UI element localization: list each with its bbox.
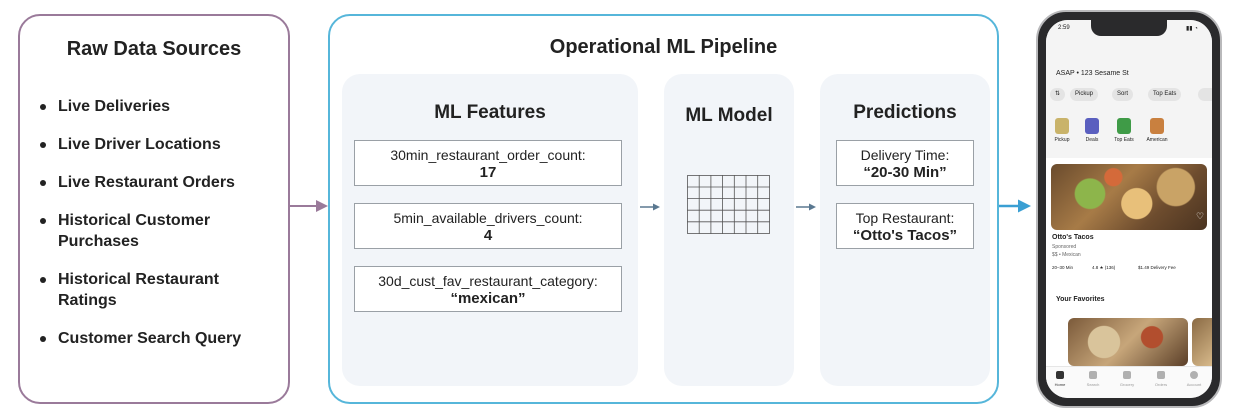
orders-icon	[1157, 371, 1165, 379]
app-screen: 2:59 ▮▮ ◔ ASAP • 123 Sesame St ⇅ Pickup …	[1046, 20, 1212, 398]
home-icon	[1056, 371, 1064, 379]
burger-icon	[1150, 118, 1164, 134]
grocery-icon	[1123, 371, 1131, 379]
category-label: Pickup	[1054, 137, 1070, 143]
raw-data-sources-list: Live Deliveries Live Driver Locations Li…	[38, 96, 278, 366]
ml-model-panel: ML Model	[664, 74, 794, 386]
deals-icon	[1085, 118, 1099, 134]
arrow-features-to-model	[640, 203, 660, 211]
prediction-value: “20-30 Min”	[863, 164, 947, 181]
raw-source-item: Customer Search Query	[38, 328, 278, 349]
account-icon	[1190, 371, 1198, 379]
raw-source-item: Live Deliveries	[38, 96, 278, 117]
predictions-title: Predictions	[853, 102, 957, 123]
feature-value: “mexican”	[450, 290, 526, 307]
filter-chip-sort[interactable]: Sort	[1112, 88, 1134, 101]
prediction-value: “Otto's Tacos”	[852, 227, 958, 244]
nav-label: Grocery	[1119, 382, 1135, 387]
model-grid-icon	[687, 175, 770, 234]
prediction-box: Top Restaurant: “Otto's Tacos”	[836, 203, 974, 249]
restaurant-meta: $$ • Mexican	[1052, 252, 1081, 258]
feature-box: 5min_available_drivers_count: 4	[354, 203, 622, 249]
filter-chip-pickup[interactable]: Pickup	[1070, 88, 1099, 101]
bottom-nav: Home Search Grocery Orders Account	[1046, 366, 1212, 398]
nav-label: Search	[1086, 382, 1100, 387]
raw-source-item: Live Driver Locations	[38, 134, 278, 155]
delivery-address[interactable]: ASAP • 123 Sesame St	[1056, 70, 1129, 77]
prediction-box: Delivery Time: “20-30 Min”	[836, 140, 974, 186]
ml-model-title: ML Model	[685, 105, 773, 126]
ml-features-title: ML Features	[434, 102, 546, 123]
raw-data-sources-box: Raw Data Sources Live Deliveries Live Dr…	[18, 14, 290, 404]
feature-box: 30d_cust_fav_restaurant_category: “mexic…	[354, 266, 622, 312]
predictions-panel: Predictions Delivery Time: “20-30 Min” T…	[820, 74, 990, 386]
nav-orders[interactable]: Orders	[1149, 371, 1173, 387]
arrow-pipeline-to-app	[999, 199, 1031, 213]
rating-badge: 4.8 ★ (136)	[1092, 265, 1116, 270]
category-pickup[interactable]: Pickup	[1051, 118, 1073, 143]
phone-notch	[1091, 20, 1167, 36]
top-eats-icon	[1117, 118, 1131, 134]
pickup-icon	[1055, 118, 1069, 134]
category-american[interactable]: American	[1146, 118, 1168, 143]
feature-name: 30min_restaurant_order_count:	[390, 147, 586, 163]
raw-data-sources-title: Raw Data Sources	[66, 38, 242, 60]
delivery-fee-badge: $1.49 Delivery Fee	[1138, 265, 1176, 270]
ml-features-panel: ML Features 30min_restaurant_order_count…	[342, 74, 638, 386]
category-label: American	[1146, 137, 1168, 143]
feature-name: 30d_cust_fav_restaurant_category:	[378, 273, 598, 289]
filter-chip[interactable]: ⇅	[1050, 88, 1066, 101]
status-time: 2:59	[1058, 25, 1070, 31]
nav-search[interactable]: Search	[1081, 371, 1105, 387]
arrow-raw-to-pipeline	[290, 200, 328, 212]
status-icons: ▮▮ ◔	[1186, 26, 1198, 32]
category-label: Top Eats	[1114, 137, 1134, 143]
filter-chip-top-eats[interactable]: Top Eats	[1148, 88, 1182, 101]
nav-label: Orders	[1154, 382, 1168, 387]
raw-source-item: Historical Customer Purchases	[38, 210, 278, 252]
prediction-name: Top Restaurant:	[855, 210, 955, 226]
nav-label: Home	[1054, 382, 1066, 387]
ml-pipeline-box: Operational ML Pipeline ML Features 30mi…	[328, 14, 999, 404]
ml-pipeline-title: Operational ML Pipeline	[549, 36, 778, 58]
nav-home[interactable]: Home	[1048, 371, 1072, 387]
nav-grocery[interactable]: Grocery	[1115, 371, 1139, 387]
heart-icon[interactable]: ♡	[1196, 211, 1205, 221]
favorite-photo-partial[interactable]	[1192, 318, 1212, 366]
eta-badge: 20–30 Min	[1052, 265, 1074, 270]
feature-value: 17	[479, 164, 497, 181]
sponsored-label: Sponsored	[1052, 244, 1077, 250]
category-top-eats[interactable]: Top Eats	[1113, 118, 1135, 143]
nav-account[interactable]: Account	[1182, 371, 1206, 387]
category-label: Deals	[1085, 137, 1099, 143]
favorites-heading: Your Favorites	[1056, 296, 1105, 303]
prediction-name: Delivery Time:	[860, 147, 950, 163]
favorite-photo[interactable]	[1068, 318, 1188, 366]
category-deals[interactable]: Deals	[1081, 118, 1103, 143]
nav-label: Account	[1186, 382, 1202, 387]
feature-box: 30min_restaurant_order_count: 17	[354, 140, 622, 186]
phone-mockup: 2:59 ▮▮ ◔ ASAP • 123 Sesame St ⇅ Pickup …	[1036, 10, 1222, 408]
search-icon	[1089, 371, 1097, 379]
feature-name: 5min_available_drivers_count:	[393, 210, 583, 226]
raw-source-item: Live Restaurant Orders	[38, 172, 278, 193]
restaurant-name[interactable]: Otto's Tacos	[1052, 234, 1094, 241]
arrow-model-to-predictions	[796, 203, 816, 211]
raw-source-item: Historical Restaurant Ratings	[38, 269, 278, 311]
feature-value: 4	[483, 227, 493, 244]
filter-chip-more[interactable]	[1198, 88, 1212, 101]
restaurant-photo[interactable]	[1051, 164, 1207, 230]
